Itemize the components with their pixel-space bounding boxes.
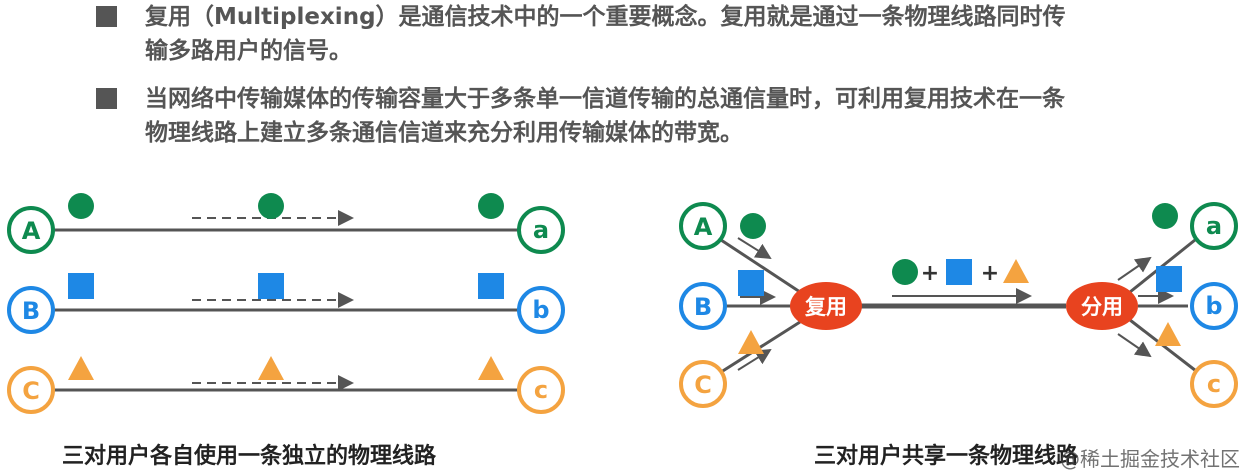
right-combined-square: [946, 259, 972, 285]
right-line-a-in: [717, 236, 801, 294]
left-signal-circle-2: [258, 193, 284, 219]
left-row-c: C c: [7, 356, 565, 414]
bullet-marker: [96, 6, 117, 27]
right-node-c-receiver-label: c: [1207, 370, 1221, 398]
left-node-b-sender: [7, 286, 55, 334]
left-node-a-receiver: [517, 206, 565, 254]
right-plus-2: +: [981, 261, 999, 286]
right-signal-square-in: [738, 270, 764, 296]
left-caption: 三对用户各自使用一条独立的物理线路: [62, 443, 437, 469]
left-signal-square-2: [258, 273, 284, 299]
left-node-a-sender: [7, 206, 55, 254]
mux-node-label: 复用: [804, 295, 847, 319]
bullet-marker: [96, 88, 117, 109]
right-line-a-out: [1129, 234, 1201, 294]
right-caption: 三对用户共享一条物理线路: [814, 443, 1079, 469]
right-combined-triangle: [1003, 259, 1029, 283]
left-node-a-receiver-label: a: [533, 216, 549, 244]
left-node-c-sender: [7, 366, 55, 414]
right-node-a-receiver-label: a: [1206, 212, 1222, 240]
right-plus-1: +: [921, 261, 939, 286]
right-node-b-sender: [679, 282, 727, 330]
left-signal-square-1: [68, 273, 94, 299]
left-signal-circle-3: [478, 193, 504, 219]
right-node-b-receiver-label: b: [1205, 292, 1222, 320]
mux-node: [790, 282, 862, 330]
left-signal-triangle-2: [258, 356, 284, 380]
demux-node: [1066, 282, 1138, 330]
right-node-a-sender-label: A: [694, 213, 713, 241]
left-signal-triangle-3: [478, 356, 504, 380]
right-signal-square-out: [1156, 266, 1182, 292]
left-signal-circle-1: [68, 193, 94, 219]
right-diagram: + + 复用 分用 A B C a b c 三对用户共享一条物理线路: [679, 202, 1238, 469]
right-line-c-out: [1129, 318, 1201, 376]
left-node-b-receiver: [517, 286, 565, 334]
left-row-b: B b: [7, 273, 565, 334]
right-arrow-a-in: [737, 237, 772, 260]
right-signal-circle-out: [1152, 203, 1178, 229]
right-node-c-receiver: [1190, 360, 1238, 408]
right-combined-circle: [892, 259, 918, 285]
bullet-text-2: 当网络中传输媒体的传输容量大于多条单一信道传输的总通信量时，可利用复用技术在一条…: [145, 86, 1065, 146]
left-diagram: A a B b C c 三对用户各自使用一条独立的物: [7, 193, 565, 469]
left-signal-triangle-1: [68, 356, 94, 380]
right-node-b-sender-label: B: [694, 293, 712, 321]
left-signal-square-3: [478, 273, 504, 299]
left-node-c-sender-label: C: [22, 377, 40, 405]
left-node-a-sender-label: A: [22, 217, 41, 245]
right-node-a-receiver: [1190, 202, 1238, 250]
right-arrow-c-out: [1117, 333, 1152, 358]
left-row-a: A a: [7, 193, 565, 254]
left-node-c-receiver: [517, 366, 565, 414]
bullet-text-1: 复用（Multiplexing）是通信技术中的一个重要概念。复用就是通过一条物理…: [145, 4, 1066, 64]
demux-node-label: 分用: [1081, 295, 1123, 319]
right-node-b-receiver: [1190, 282, 1238, 330]
right-node-c-sender: [679, 360, 727, 408]
watermark: @稀土掘金技术社区: [1060, 447, 1240, 471]
right-node-c-sender-label: C: [694, 371, 712, 399]
right-arrow-a-out: [1117, 256, 1152, 281]
right-node-a-sender: [679, 202, 727, 250]
right-arrow-c-in: [737, 348, 772, 371]
right-signal-circle-in: [740, 213, 766, 239]
right-signal-triangle-in: [738, 330, 764, 354]
left-node-b-receiver-label: b: [532, 296, 549, 324]
left-node-c-receiver-label: c: [534, 376, 548, 404]
left-node-b-sender-label: B: [22, 297, 40, 325]
right-signal-triangle-out: [1155, 322, 1181, 346]
